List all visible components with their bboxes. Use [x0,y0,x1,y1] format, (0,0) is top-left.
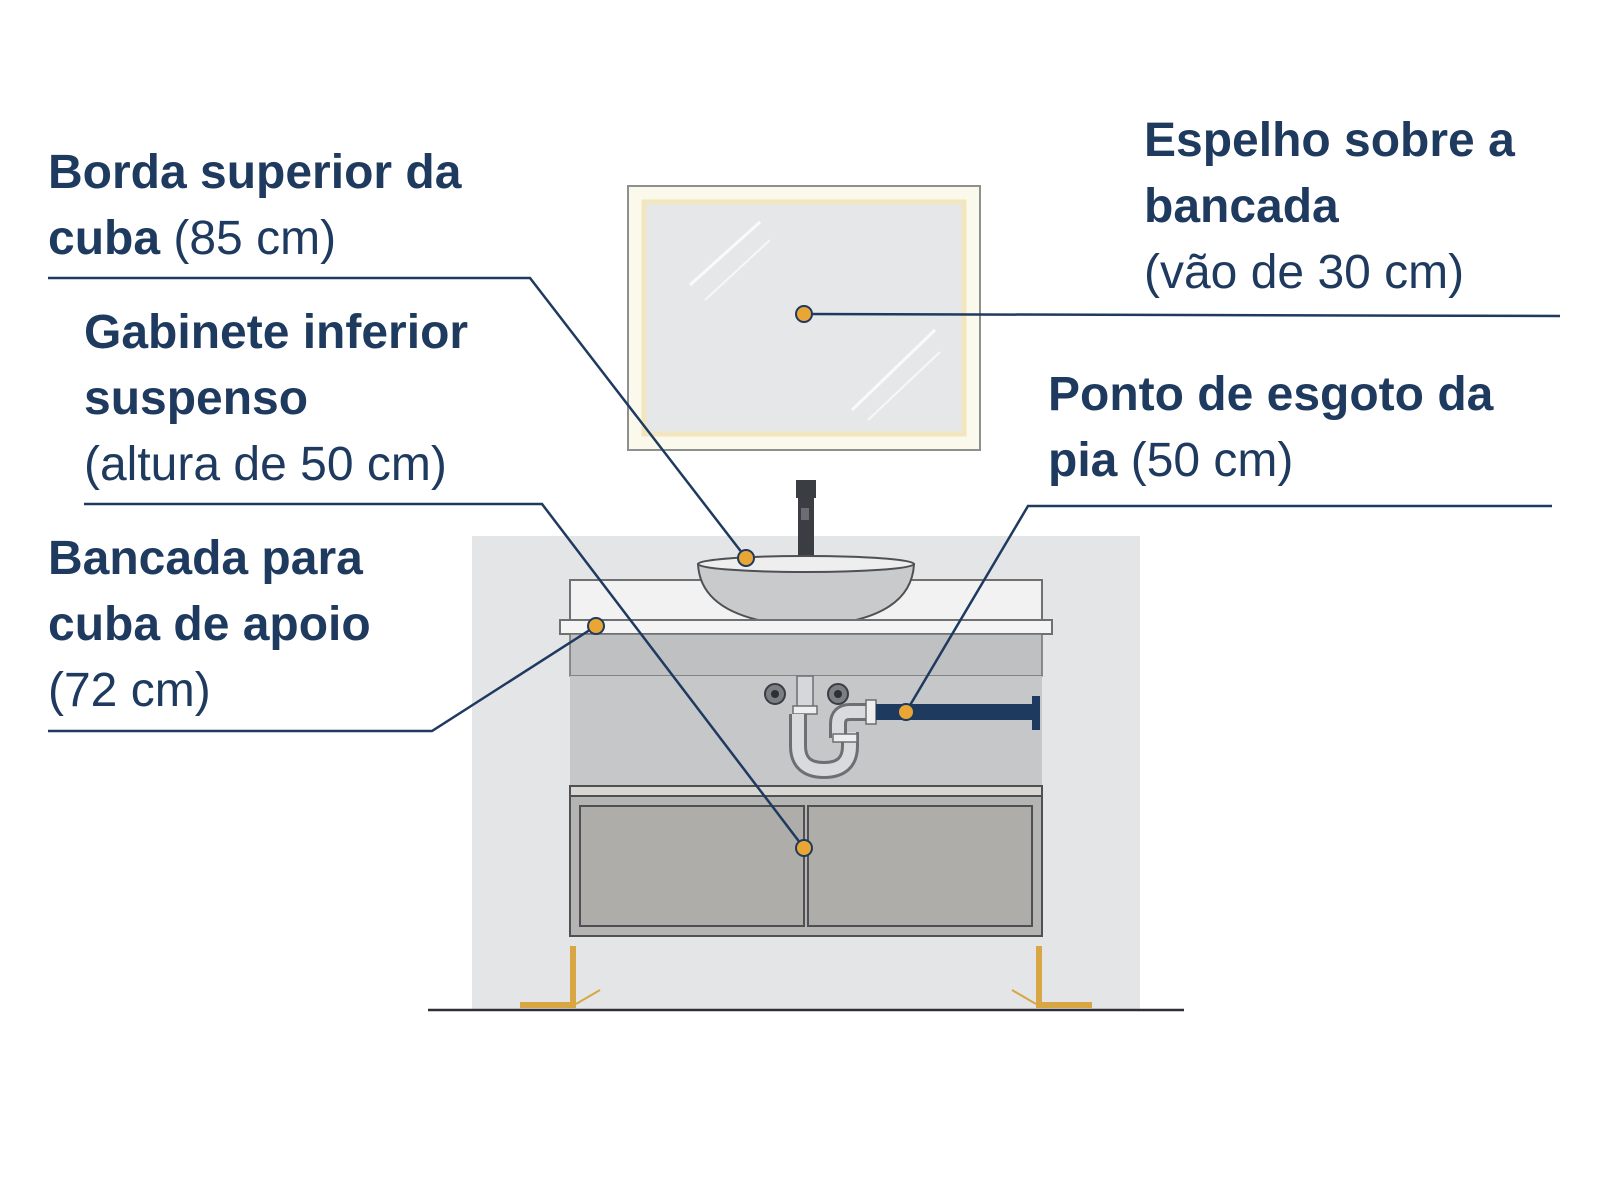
label-espelho-title-2: bancada [1144,180,1339,233]
label-borda-title-2: cuba [48,212,161,265]
leader-line-bancada [48,624,597,733]
label-esgoto-title-1: Ponto de esgoto da [1048,368,1494,421]
label-espelho-title-1: Espelho sobre a [1144,114,1515,167]
label-gabinete-value: (altura de 50 cm) [84,438,447,491]
drain-pipe [876,696,1040,730]
label-borda-superior: Borda superior da cuba (85 cm) [48,140,461,272]
faucet-icon [796,480,816,564]
marker-borda [737,549,755,567]
marker-esgoto [897,703,915,721]
marker-bancada [587,617,605,635]
leader-line-borda [48,276,747,559]
marker-gabinete [795,839,813,857]
label-gabinete-inferior: Gabinete inferior suspenso (altura de 50… [84,300,468,498]
label-bancada-value: (72 cm) [48,664,211,717]
label-gabinete-title-2: suspenso [84,372,309,425]
cabinet-legs [520,946,1092,1008]
label-borda-value: (85 cm) [173,212,337,265]
label-esgoto-title-2: pia [1048,434,1118,487]
countertop-apron [569,633,1043,677]
vessel-sink-icon [696,555,916,621]
p-trap-icon [764,675,877,780]
label-espelho-value: (vão de 30 cm) [1144,246,1465,299]
label-borda-title-1: Borda superior da [48,146,462,199]
label-bancada: Bancada para cuba de apoio (72 cm) [48,526,371,724]
leader-line-esgoto [904,504,1552,713]
label-espelho: Espelho sobre a bancada (vão de 30 cm) [1144,108,1515,306]
lower-cabinet [569,785,1043,937]
label-bancada-title-1: Bancada para [48,532,363,585]
label-esgoto-value: (50 cm) [1130,434,1294,487]
leader-line-espelho [803,312,1561,318]
marker-espelho [795,305,813,323]
label-bancada-title-2: cuba de apoio [48,598,371,651]
countertop-slab [559,619,1053,635]
label-esgoto: Ponto de esgoto da pia (50 cm) [1048,362,1493,494]
leader-line-gabinete [84,502,805,849]
label-gabinete-title-1: Gabinete inferior [84,306,469,359]
